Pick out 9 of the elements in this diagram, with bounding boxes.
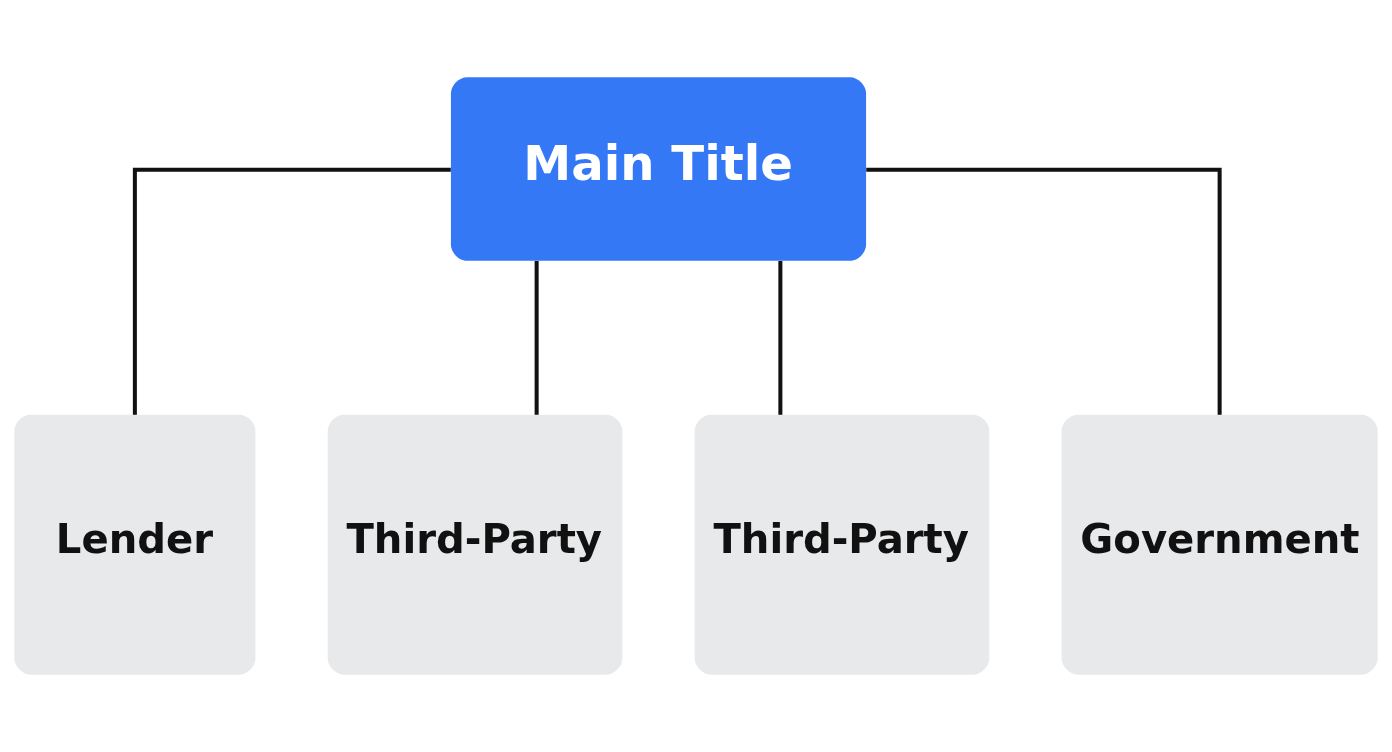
node-box: Third-Party bbox=[327, 414, 623, 675]
node-box: Lender bbox=[14, 414, 256, 675]
node-box: Third-Party bbox=[694, 414, 990, 675]
connector bbox=[534, 261, 539, 415]
node-box: Main Title bbox=[450, 77, 867, 261]
connector bbox=[866, 167, 1222, 415]
node-box: Government bbox=[1061, 414, 1378, 675]
connector bbox=[132, 167, 451, 415]
connector bbox=[778, 261, 783, 415]
